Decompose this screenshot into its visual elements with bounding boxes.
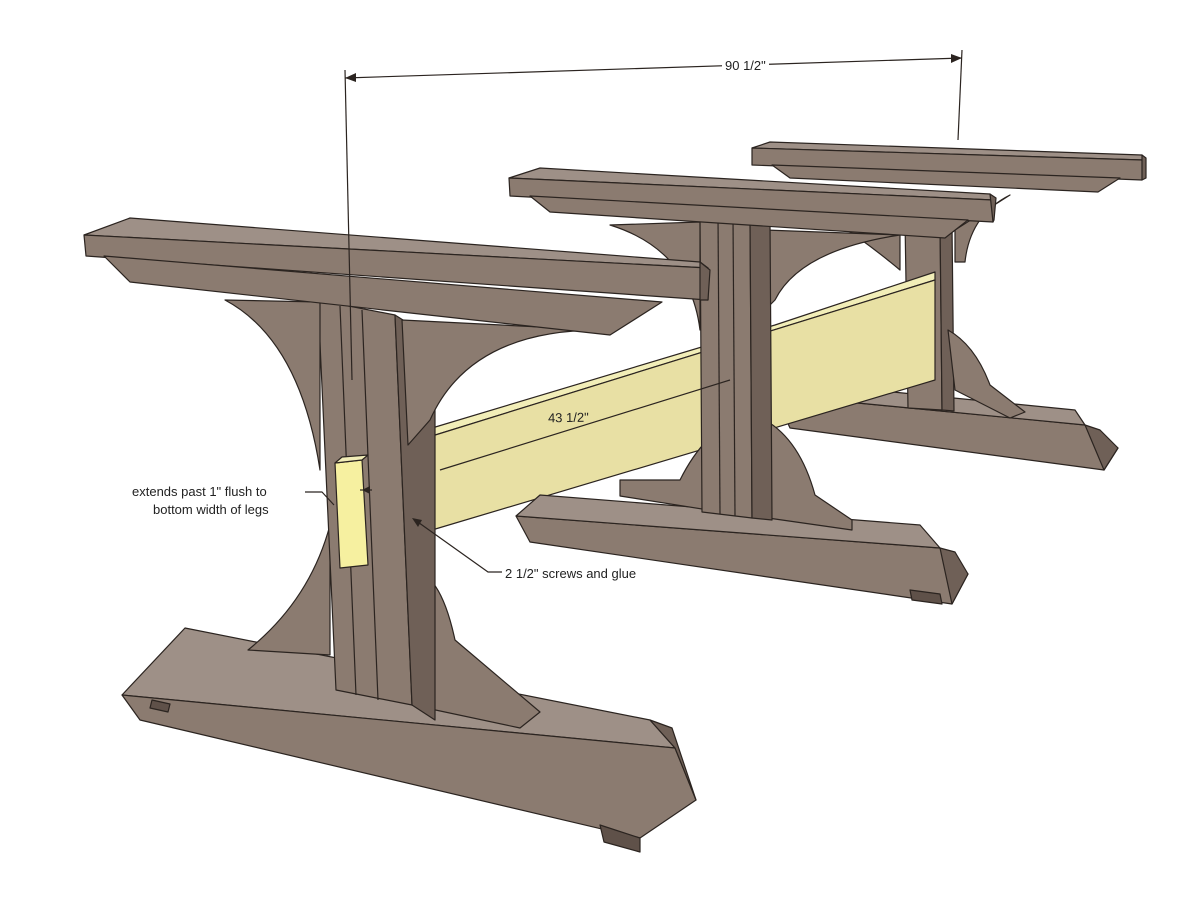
- front-trestle: [83, 217, 711, 853]
- middle-trestle: [508, 167, 997, 605]
- leader-lines: [305, 486, 502, 573]
- block-note-line1: extends past 1" flush to: [132, 484, 267, 499]
- dimension-stretcher: [439, 379, 731, 471]
- back-trestle: [751, 141, 1147, 471]
- stretcher-length-label: 43 1/2": [547, 409, 589, 426]
- block-note-line2: bottom width of legs: [153, 502, 269, 517]
- fastener-note: 2 1/2" screws and glue: [505, 566, 637, 581]
- dimension-overall: [344, 49, 963, 381]
- overall-length-label: 90 1/2": [722, 57, 769, 74]
